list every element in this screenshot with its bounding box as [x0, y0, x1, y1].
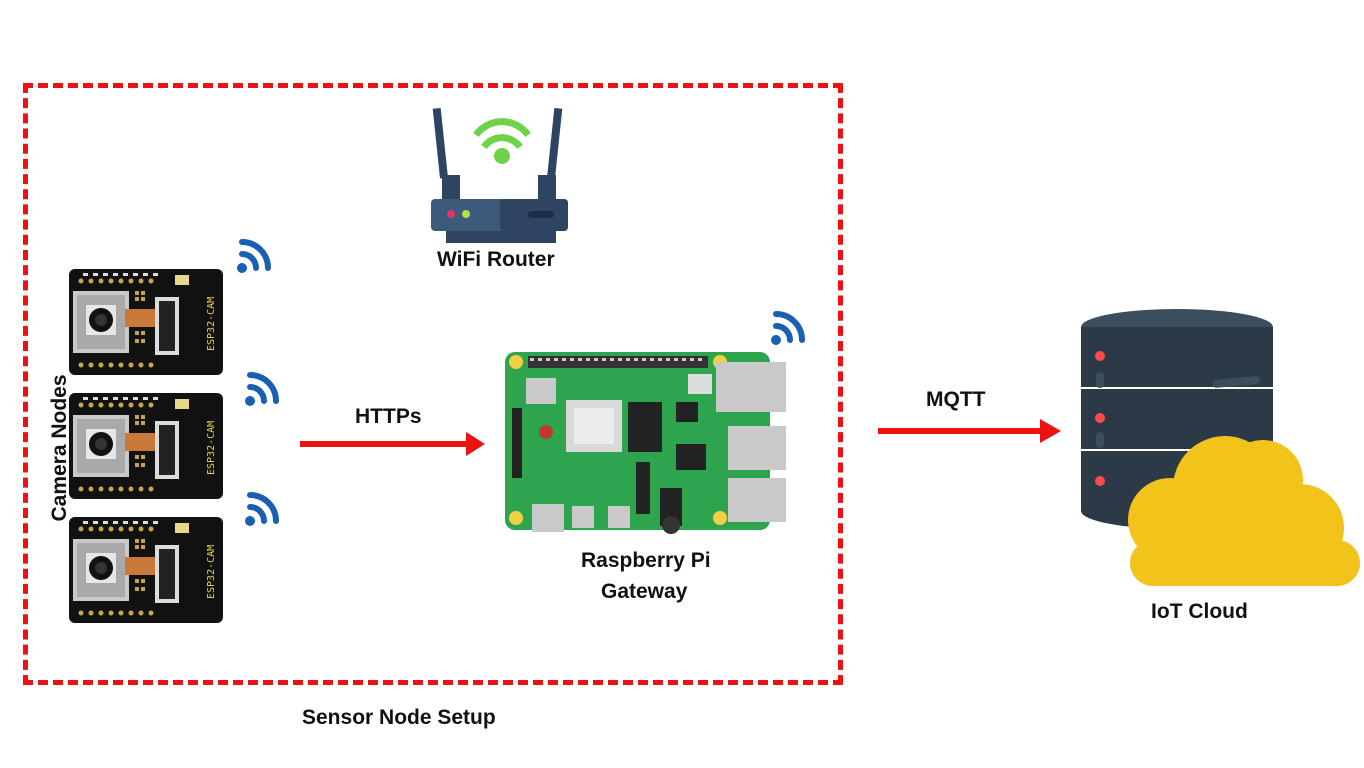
- sensor-node-group-border: [23, 83, 843, 685]
- wifi-signal-icon: [237, 242, 268, 273]
- gateway-label-line2: Gateway: [601, 580, 688, 603]
- camera-node-2: [69, 393, 223, 499]
- gateway-label-line1: Raspberry Pi: [581, 549, 711, 572]
- wifi-signal-icon: [245, 495, 276, 526]
- camera-node-1: [69, 269, 223, 375]
- router-label: WiFi Router: [437, 248, 555, 271]
- wifi-signal-icon: [771, 314, 802, 345]
- wifi-signal-icon: [245, 375, 276, 406]
- router-icon: [431, 107, 568, 243]
- raspberry-pi-icon: [505, 352, 786, 534]
- cloud-icon: [1128, 436, 1360, 586]
- camera-nodes-label: Camera Nodes: [48, 374, 71, 522]
- https-link-label: HTTPs: [355, 405, 422, 428]
- cloud-label: IoT Cloud: [1151, 600, 1248, 623]
- arrow-https: [300, 432, 485, 456]
- mqtt-link-label: MQTT: [926, 388, 986, 411]
- arrow-mqtt: [878, 419, 1061, 443]
- camera-node-3: [69, 517, 223, 623]
- group-label: Sensor Node Setup: [302, 706, 496, 729]
